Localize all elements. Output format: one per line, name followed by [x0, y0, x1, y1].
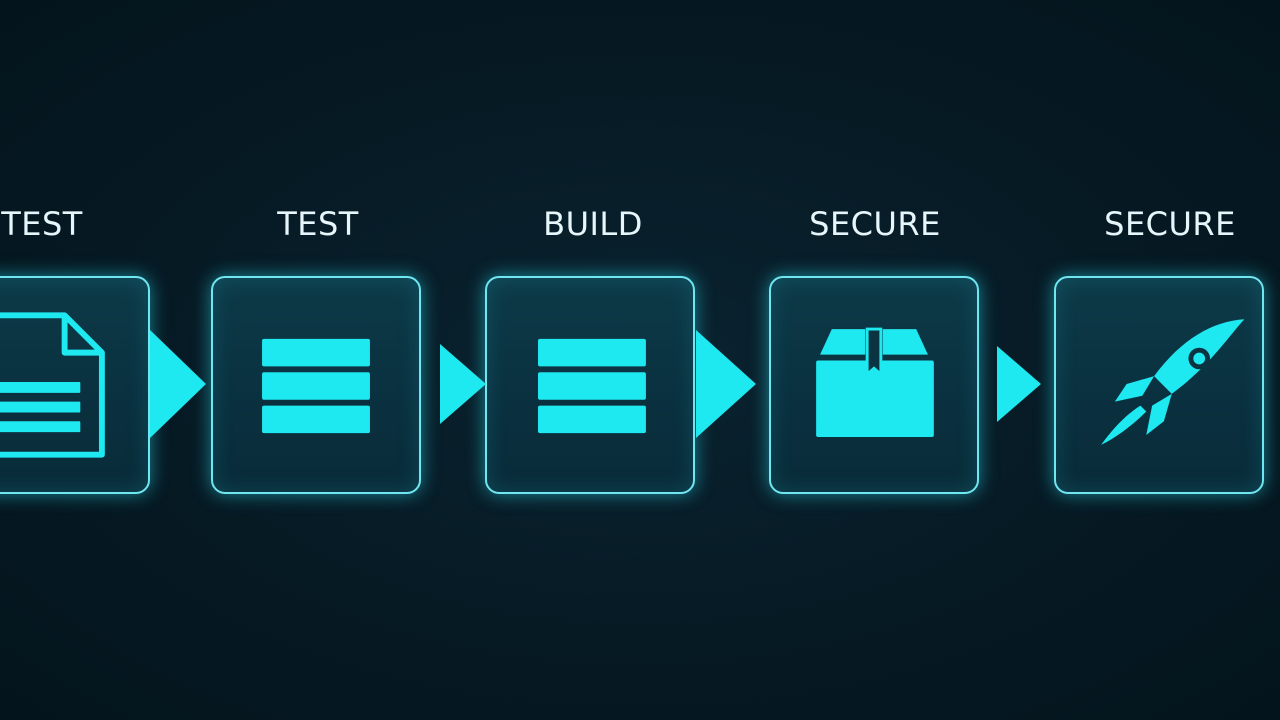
- arrow-right-icon: [150, 330, 206, 438]
- stage-label-4: SECURE: [809, 205, 941, 243]
- stage-label-1: TEST: [1, 205, 83, 243]
- stage-box-4: [769, 276, 979, 494]
- package-box-icon: [816, 327, 934, 437]
- arrow-right-icon: [997, 346, 1041, 422]
- rocket-icon: [1101, 319, 1245, 445]
- stage-box-5: [1054, 276, 1264, 494]
- arrow-right-icon: [440, 344, 486, 424]
- arrow-right-icon: [696, 330, 756, 438]
- document-icon: [0, 312, 105, 458]
- stage-box-2: [211, 276, 421, 494]
- stage-label-3: BUILD: [543, 205, 643, 243]
- stack-icon: [538, 338, 646, 434]
- stage-label-2: TEST: [277, 205, 359, 243]
- stack-icon: [262, 338, 370, 434]
- stage-box-1: [0, 276, 150, 494]
- stage-box-3: [485, 276, 695, 494]
- stage-label-5: SECURE: [1104, 205, 1236, 243]
